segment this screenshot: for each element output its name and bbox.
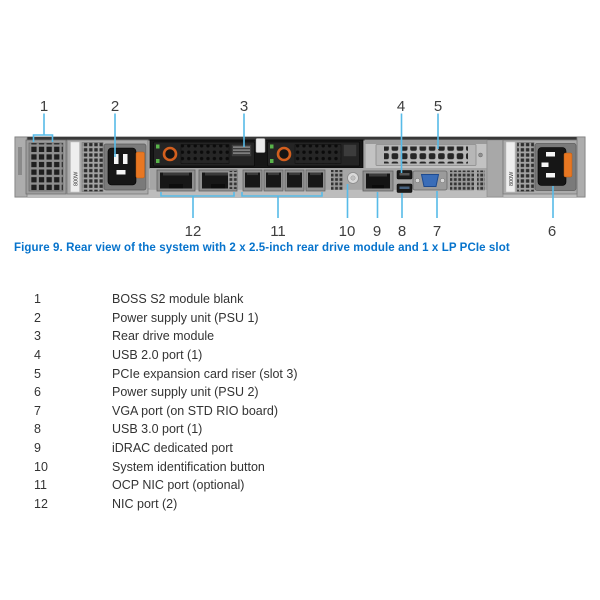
legend-item: 10 System identification button — [0, 457, 600, 476]
legend-item-number: 6 — [34, 385, 41, 400]
psu2-release-latch — [563, 152, 573, 178]
callout-number-9: 9 — [373, 223, 381, 240]
legend-item-number: 11 — [34, 478, 47, 493]
service-tag-sticker — [255, 138, 266, 153]
legend-item-label: USB 3.0 port (1) — [112, 422, 203, 437]
callout-number-6: 6 — [548, 223, 556, 240]
drive2-status-leds — [270, 144, 274, 163]
psu1-release-latch — [135, 151, 145, 179]
vent-block — [450, 170, 474, 191]
psu1-power-inlet — [107, 147, 137, 186]
psu-2: 800W — [502, 139, 578, 195]
legend-item: 8 USB 3.0 port (1) — [0, 420, 600, 439]
rear-drive-2 — [267, 141, 360, 167]
legend-item: 12 NIC port (2) — [0, 495, 600, 514]
legend-item-number: 4 — [34, 348, 41, 363]
legend-item-label: BOSS S2 module blank — [112, 292, 244, 307]
callout-number-12: 12 — [185, 223, 202, 240]
rear-drive-module — [149, 138, 364, 169]
drive1-status-leds — [156, 144, 160, 163]
psu2-wattage-label: 800W — [509, 171, 515, 186]
rear-io-row — [150, 168, 487, 193]
legend-item-number: 8 — [34, 422, 41, 437]
callout-bracket-1 — [32, 134, 54, 142]
callout-number-4: 4 — [397, 98, 405, 115]
legend-item-label: NIC port (2) — [112, 496, 178, 511]
legend-item-number: 9 — [34, 441, 41, 456]
right-rack-ear — [576, 136, 586, 198]
legend-item-label: OCP NIC port (optional) — [112, 478, 245, 493]
legend-item-label: VGA port (on STD RIO board) — [112, 403, 279, 418]
vent-block — [331, 170, 343, 190]
chassis-divider — [486, 139, 504, 198]
legend-item-number: 12 — [34, 496, 48, 511]
legend-item-number: 10 — [34, 459, 48, 474]
legend-item-label: System identification button — [112, 459, 265, 474]
legend-item-label: Power supply unit (PSU 2) — [112, 385, 259, 400]
legend-item-label: Rear drive module — [112, 329, 215, 344]
system-id-button — [347, 172, 359, 184]
pcie-filler-bracket — [384, 146, 468, 164]
legend-item-number: 2 — [34, 310, 41, 325]
nic-ports — [156, 169, 238, 192]
legend-item: 9 iDRAC dedicated port — [0, 439, 600, 458]
boss-module-blank — [25, 139, 67, 195]
drive1-release-button — [162, 146, 178, 162]
figure-caption: Figure 9. Rear view of the system with 2… — [14, 242, 510, 254]
legend-item: 11 OCP NIC port (optional) — [0, 476, 600, 495]
legend-item-number: 5 — [34, 366, 41, 381]
callout-number-10: 10 — [339, 223, 356, 240]
legend-item: 7 VGA port (on STD RIO board) — [0, 402, 600, 421]
usb-2-port — [396, 170, 413, 180]
bracket-screw — [478, 152, 483, 158]
callout-numbers: 1 2 3 4 5 12 11 10 9 8 7 6 — [40, 98, 556, 240]
legend-item-label: PCIe expansion card riser (slot 3) — [112, 366, 298, 381]
legend-item: 4 USB 2.0 port (1) — [0, 346, 600, 365]
legend-item: 2 Power supply unit (PSU 1) — [0, 309, 600, 328]
vga-port — [412, 170, 448, 191]
psu1-wattage-label: 800W — [74, 171, 80, 186]
vent-block — [228, 171, 237, 189]
legend-item-number: 3 — [34, 329, 41, 344]
drive2-release-button — [276, 146, 292, 162]
legend-item-number: 7 — [34, 403, 41, 418]
idrac-port — [362, 170, 394, 192]
legend-list: 1 BOSS S2 module blank 2 Power supply un… — [0, 290, 600, 513]
legend-item-label: Power supply unit (PSU 1) — [112, 310, 259, 325]
legend-item-number: 1 — [34, 292, 41, 307]
callout-number-5: 5 — [434, 98, 442, 115]
callout-number-7: 7 — [433, 223, 441, 240]
rear-drive-1 — [153, 141, 255, 167]
callout-number-1: 1 — [40, 98, 48, 115]
legend-item: 6 Power supply unit (PSU 2) — [0, 383, 600, 402]
callout-number-8: 8 — [398, 223, 406, 240]
legend-item-label: USB 2.0 port (1) — [112, 348, 203, 363]
usb-3-port — [396, 183, 413, 193]
psu-1: 800W — [66, 139, 149, 195]
legend-item-label: iDRAC dedicated port — [112, 441, 233, 456]
pcie-riser-slot — [364, 139, 488, 170]
ocp-nic-ports — [242, 169, 326, 192]
legend-item: 3 Rear drive module — [0, 327, 600, 346]
callout-bracket-12 — [160, 192, 235, 197]
legend-item: 5 PCIe expansion card riser (slot 3) — [0, 364, 600, 383]
rear-view-illustration: 800W — [14, 98, 586, 240]
callout-number-11: 11 — [270, 223, 286, 240]
callout-number-3: 3 — [240, 98, 248, 115]
callout-number-2: 2 — [111, 98, 119, 115]
legend-item: 1 BOSS S2 module blank — [0, 290, 600, 309]
callout-lines — [32, 113, 554, 218]
vent-block — [477, 170, 485, 191]
callout-bracket-11 — [241, 192, 323, 197]
